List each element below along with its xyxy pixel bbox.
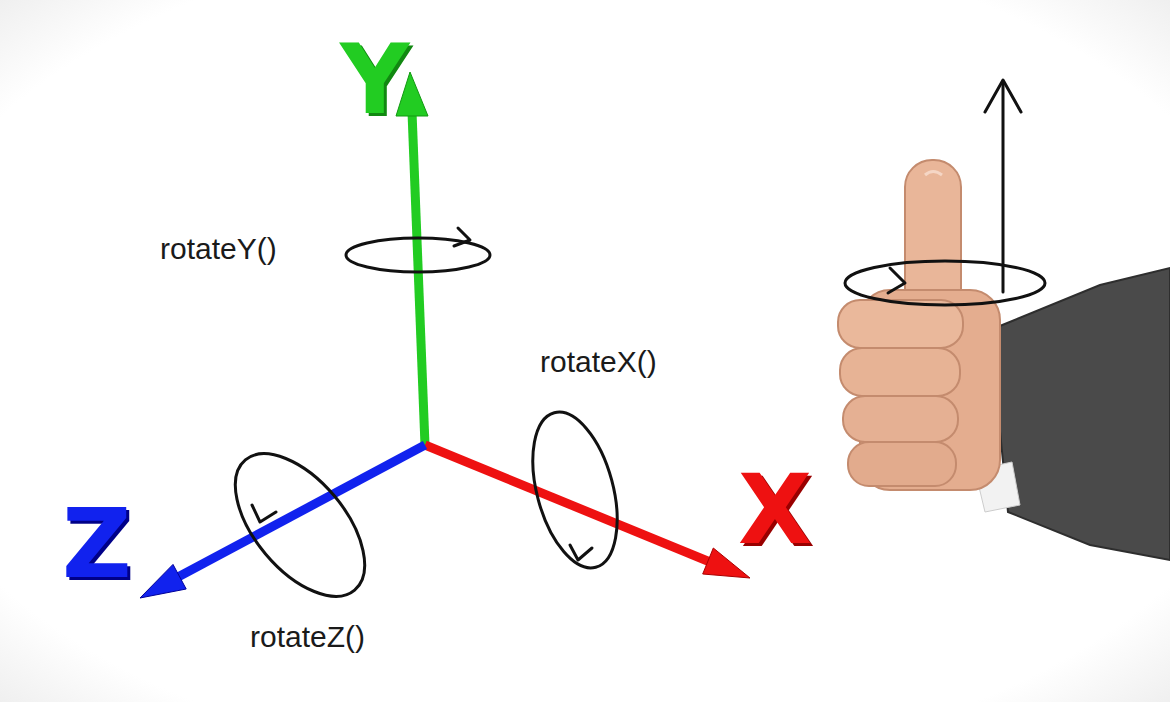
rotation-arrow-x bbox=[518, 403, 633, 577]
axis-letter: Y bbox=[340, 28, 410, 134]
rotation-arrow-z bbox=[211, 431, 389, 619]
axis-arrow bbox=[1002, 82, 1005, 292]
arrowhead bbox=[570, 545, 592, 560]
arrowhead bbox=[888, 268, 905, 293]
y-axis bbox=[412, 112, 425, 445]
x-axis bbox=[425, 445, 710, 562]
rotation-arrow-y bbox=[346, 238, 490, 272]
z-axis bbox=[178, 445, 425, 577]
function-label: rotateX() bbox=[540, 345, 657, 378]
axis-letter: X bbox=[738, 458, 812, 564]
function-label: rotateY() bbox=[160, 232, 277, 265]
arrowhead bbox=[454, 228, 470, 246]
axis-letter: Z bbox=[62, 492, 132, 598]
rotation-arrow bbox=[845, 261, 1045, 305]
arrowhead bbox=[985, 80, 1021, 112]
function-label: rotateZ() bbox=[250, 620, 365, 653]
z-axis-head bbox=[140, 564, 186, 598]
arrowhead bbox=[252, 505, 276, 522]
